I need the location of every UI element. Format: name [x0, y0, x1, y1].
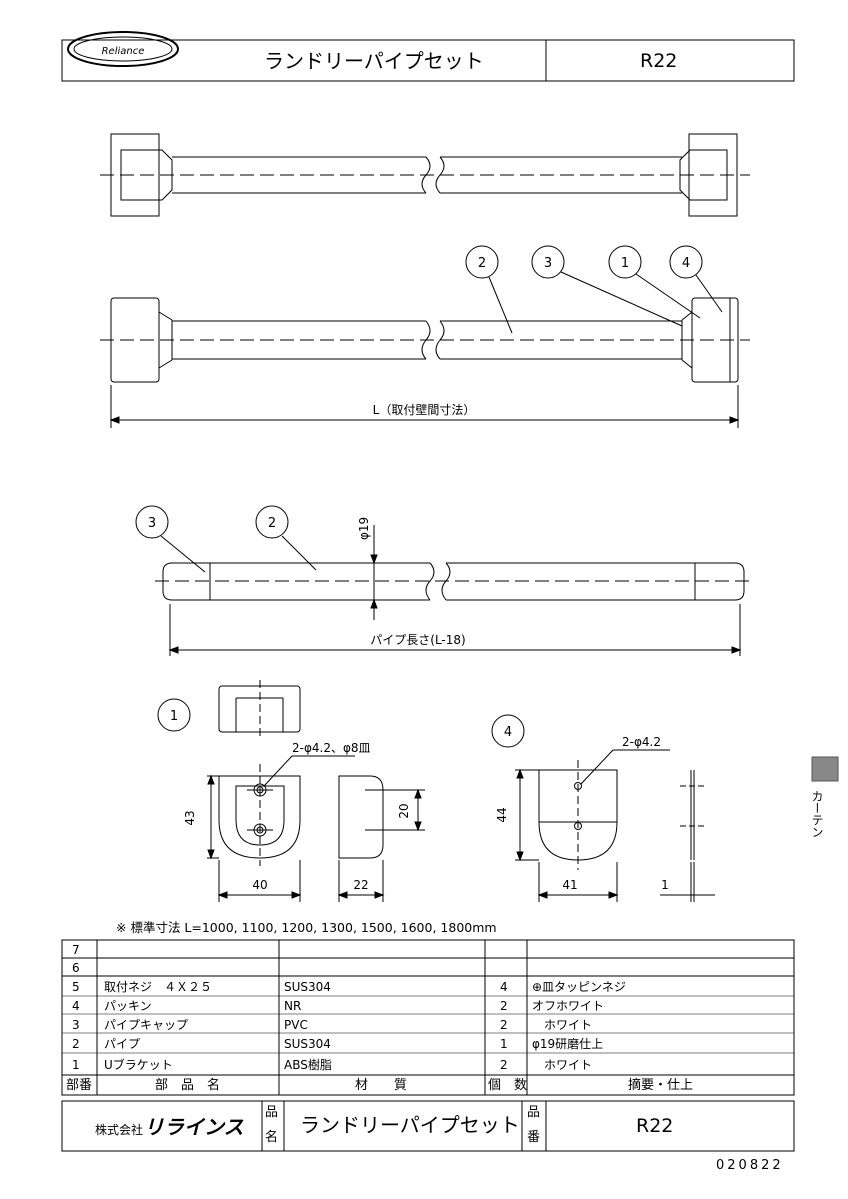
balloon-2-pipe: 2	[268, 516, 276, 531]
logo-text: Reliance	[102, 46, 145, 57]
balloon-3-pipe: 3	[148, 516, 156, 531]
header-no: 部番	[66, 1078, 93, 1093]
balloon-1-detail: 1	[170, 709, 178, 724]
row3-no: 3	[72, 1018, 80, 1032]
label-hin: 品	[265, 1105, 279, 1120]
row5-remark: ⊕皿タッピンネジ	[532, 980, 626, 994]
row1-material: ABS樹脂	[284, 1058, 332, 1072]
table-row: 6	[72, 961, 80, 975]
row4-qty: 2	[500, 999, 508, 1013]
label-hin-2: 品	[527, 1105, 541, 1120]
detail4-holes: 2-φ4.2	[622, 735, 661, 749]
detail1-side-width: 22	[353, 878, 368, 892]
page-code: R22	[640, 50, 678, 72]
page-title: ランドリーパイプセット	[264, 49, 484, 73]
row2-qty: 1	[500, 1037, 508, 1051]
balloon-2: 2	[478, 256, 486, 271]
header-name: 部 品 名	[155, 1078, 221, 1093]
detail1-height: 43	[183, 810, 197, 825]
row2-material: SUS304	[284, 1037, 331, 1051]
row1-remark: ホワイト	[532, 1058, 593, 1072]
row4-name: パッキン	[104, 999, 152, 1013]
table-row: 7	[72, 943, 80, 957]
dim-phi19: φ19	[357, 517, 371, 540]
detail1-width: 40	[252, 878, 267, 892]
product-code: R22	[636, 1115, 674, 1137]
balloon-4: 4	[682, 256, 690, 271]
dim-pipe-length: パイプ長さ(L-18)	[370, 633, 465, 647]
row1-no: 1	[72, 1058, 80, 1072]
company-logo: リラインス	[144, 1115, 244, 1139]
row3-name: パイプキャップ	[104, 1018, 189, 1032]
company-prefix: 株式会社	[95, 1123, 144, 1137]
row2-remark: φ19研磨仕上	[532, 1037, 604, 1051]
header-qty: 個 数	[488, 1078, 528, 1093]
label-ban: 番	[527, 1130, 541, 1145]
balloon-3: 3	[544, 256, 552, 271]
row5-material: SUS304	[284, 980, 331, 994]
date-code: 020822	[716, 1158, 784, 1173]
header-remark: 摘要・仕上	[628, 1078, 694, 1093]
detail4-thickness: 1	[661, 878, 669, 892]
balloon-4-detail: 4	[504, 725, 512, 740]
row2-no: 2	[72, 1037, 80, 1051]
row4-material: NR	[284, 999, 302, 1013]
row1-qty: 2	[500, 1058, 508, 1072]
row1-name: Uブラケット	[104, 1058, 173, 1072]
row3-material: PVC	[284, 1018, 308, 1032]
detail4-height: 44	[495, 807, 509, 822]
detail4-width: 41	[562, 878, 577, 892]
standard-sizes-note: ※ 標準寸法 L=1000, 1100, 1200, 1300, 1500, 1…	[116, 920, 497, 935]
balloon-1: 1	[621, 256, 629, 271]
row2-name: パイプ	[104, 1037, 141, 1051]
row3-qty: 2	[500, 1018, 508, 1032]
detail1-holes: 2-φ4.2、φ8皿	[292, 741, 371, 755]
row4-no: 4	[72, 999, 80, 1013]
row3-remark: ホワイト	[532, 1018, 593, 1032]
row4-remark: オフホワイト	[532, 999, 605, 1013]
row5-no: 5	[72, 980, 80, 994]
product-name: ランドリーパイプセット	[300, 1113, 520, 1137]
header-material: 材 質	[355, 1078, 408, 1093]
side-tab-label: カーテン	[810, 790, 824, 838]
detail1-side-height: 20	[397, 803, 411, 818]
label-mei: 名	[265, 1130, 279, 1145]
row5-name: 取付ネジ ４Ｘ２５	[104, 980, 213, 994]
row5-qty: 4	[500, 980, 508, 994]
dim-l: L（取付壁間寸法）	[373, 402, 476, 417]
